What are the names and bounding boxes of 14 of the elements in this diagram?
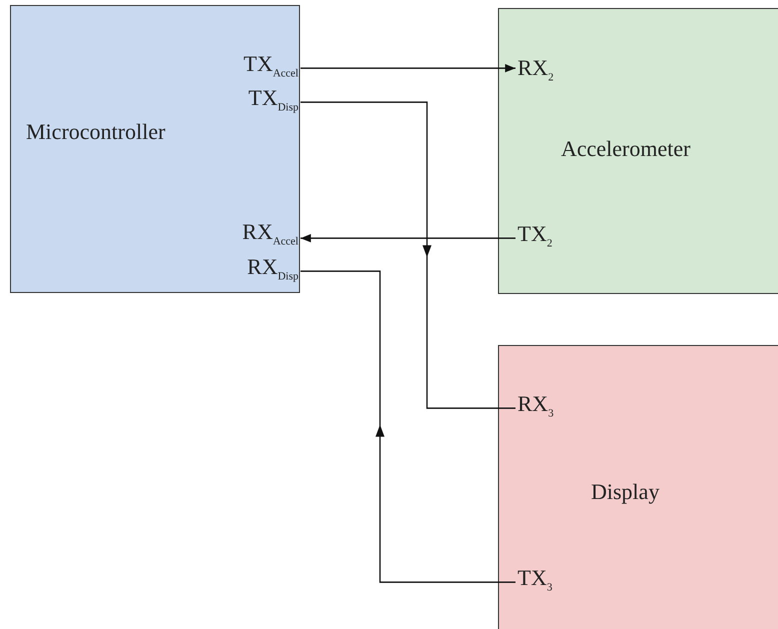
pin-label: TX$_{3}$ <box>518 566 552 599</box>
pin-label: RX$_{Disp}$ <box>247 254 298 288</box>
pin-label: RX$_{2}$ <box>518 56 554 89</box>
block-box <box>498 345 778 629</box>
block-title: Accelerometer <box>561 136 690 162</box>
block-box <box>10 5 300 293</box>
pin-label: TX$_{Disp}$ <box>248 86 298 119</box>
pin-label: RX$_{Accel}$ <box>242 220 298 253</box>
pin-label: TX$_{Accel}$ <box>244 52 298 85</box>
pin-label: TX$_{2}$ <box>518 222 552 255</box>
pin-label: RX$_{3}$ <box>518 392 554 425</box>
block-title: Microcontroller <box>26 119 166 145</box>
block-box <box>498 8 778 294</box>
block-title: Display <box>591 479 660 505</box>
